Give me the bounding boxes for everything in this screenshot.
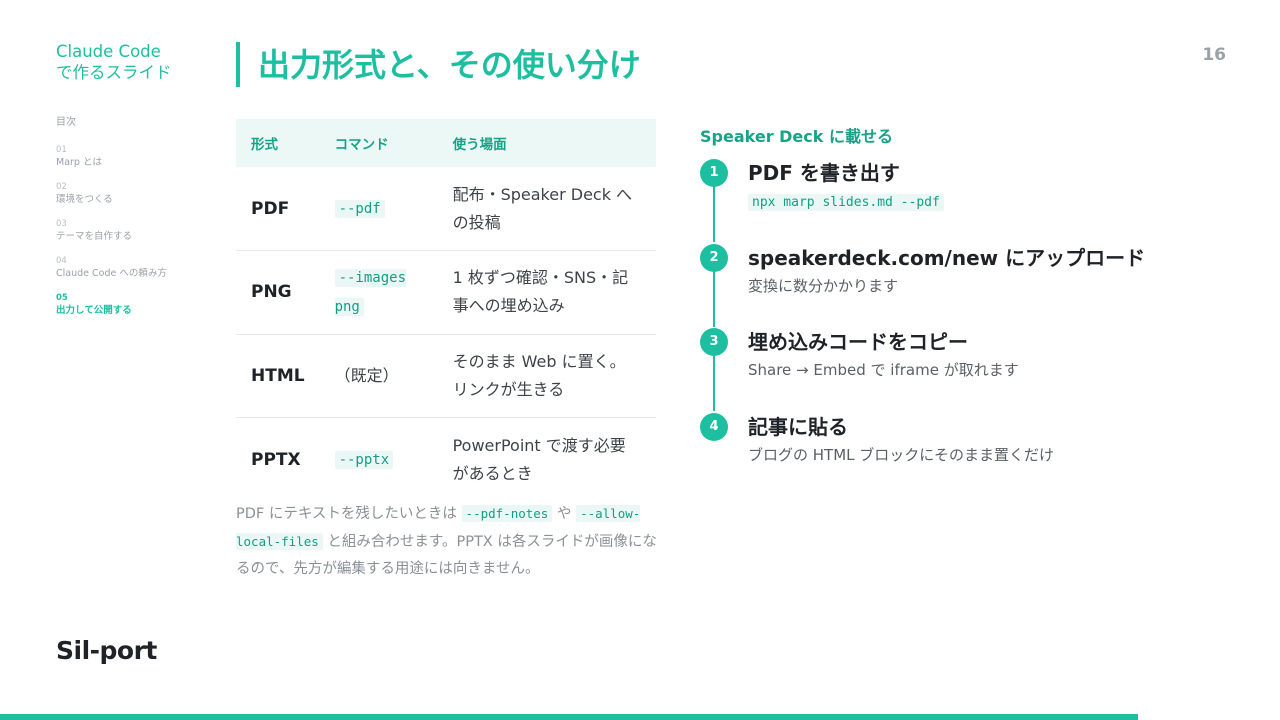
table-header-row: 形式 コマンド 使う場面 [236,119,656,167]
table-row: HTML （既定） そのまま Web に置く。リンクが生きる [236,334,656,418]
toc-item-number: 01 [56,145,67,155]
page-number: 16 [1202,45,1226,65]
step-description: 変換に数分かかります [748,276,899,295]
command-code: --pdf [334,200,385,218]
step-number-badge: 3 [700,328,728,356]
cell-format: PDF [236,167,320,251]
table-row: PNG --images png 1 枚ずつ確認・SNS・記事への埋め込み [236,250,656,335]
step-item: 2 speakerdeck.com/new にアップロード 変換に数分かかります [700,243,1220,328]
cell-use: PowerPoint で渡す必要があるとき [452,435,626,483]
step-item: 3 埋め込みコードをコピー Share → Embed で iframe が取れ… [700,327,1220,412]
slide-title: 出力形式と、その使い分け [258,46,641,84]
cell-use: そのまま Web に置く。リンクが生きる [437,334,656,418]
toc-item-label: Marp とは [56,157,102,168]
toc-heading: 目次 [56,117,76,128]
step-title: 埋め込みコードをコピー [748,330,968,354]
format-table: 形式 コマンド 使う場面 PDF --pdf 配布・Speaker Deck へ… [236,119,656,501]
toc-item-number: 04 [56,256,67,266]
toc-item-number: 05 [56,293,68,303]
table-row: PDF --pdf 配布・Speaker Deck への投稿 [236,167,656,251]
footer-logo: Sil-port [56,636,157,665]
toc-item-label: テーマを自作する [56,231,133,242]
cell-command: --pptx [320,418,438,502]
step-item: 1 PDF を書き出す npx marp slides.md --pdf [700,158,1220,243]
header-use: 使う場面 [437,119,656,167]
step-connector-line [713,270,715,327]
command-text: （既定） [334,365,399,385]
header-format: 形式 [236,119,320,167]
steps-list: 1 PDF を書き出す npx marp slides.md --pdf 2 s… [700,158,1220,496]
step-number-badge: 1 [700,159,728,187]
title-accent-bar [236,42,240,87]
slide-progress-bar [0,714,1280,720]
toc-item-label: 環境をつくる [56,194,113,205]
toc-item-number: 03 [56,219,67,229]
slide-progress-fill [0,714,1138,720]
note-code-pdf-notes: --pdf-notes [461,505,553,522]
toc-item-02[interactable]: 02 環境をつくる [56,181,216,207]
cell-use: 配布・Speaker Deck への投稿 [437,167,656,251]
toc-item-03[interactable]: 03 テーマを自作する [56,218,216,244]
toc-item-number: 02 [56,182,67,192]
step-description: Share → Embed で iframe が取れます [748,361,1019,379]
steps-heading: Speaker Deck に載せる [700,127,893,146]
cell-format: PPTX [251,449,301,470]
footnote: PDF にテキストを残したいときは --pdf-notes や --allow-… [236,500,660,583]
command-code: --pptx [334,451,394,469]
command-code: --images png [334,269,407,317]
toc-item-04[interactable]: 04 Claude Code への頼み方 [56,255,216,281]
step-title: speakerdeck.com/new にアップロード [748,245,1146,270]
toc-item-label: Claude Code への頼み方 [56,268,167,279]
note-text: と組み合わせます。PPTX は各スライドが画像になるので、先方が編集する用途には… [236,534,657,577]
table-row: PPTX --pptx PowerPoint で渡す必要があるとき [236,418,656,502]
step-connector-line [713,355,715,411]
step-title: 記事に貼る [748,414,848,439]
cell-command: --images png [319,250,438,335]
table-of-contents: 目次 01 Marp とは 02 環境をつくる 03 テーマを自作する 04 C… [56,113,216,329]
toc-item-05-active[interactable]: 05 出力して公開する [56,292,216,318]
deck-brand-line1: Claude Code [56,42,161,61]
cell-format: HTML [236,334,320,418]
step-description: ブログの HTML ブロックにそのまま置くだけ [748,445,1054,464]
note-text: PDF にテキストを残したいときは [236,506,462,522]
step-connector-line [713,186,715,242]
deck-brand: Claude Code で作るスライド [56,41,216,83]
toc-item-label: 出力して公開する [56,305,132,316]
toc-item-01[interactable]: 01 Marp とは [56,144,216,170]
step-number-badge: 2 [700,243,728,272]
header-command: コマンド [319,119,438,167]
cell-command: --pdf [319,167,438,251]
cell-use: 1 枚ずつ確認・SNS・記事への埋め込み [437,250,656,335]
step-number-badge: 4 [700,412,728,441]
note-text: や [552,506,577,522]
deck-brand-line2: で作るスライド [56,63,172,82]
step-description: npx marp slides.md --pdf [748,190,1220,214]
step-title: PDF を書き出す [748,161,900,185]
step-code: npx marp slides.md --pdf [748,194,944,211]
cell-format: PNG [236,250,320,335]
step-item: 4 記事に貼る ブログの HTML ブロックにそのまま置くだけ [700,412,1220,497]
cell-command: （既定） [319,334,438,418]
